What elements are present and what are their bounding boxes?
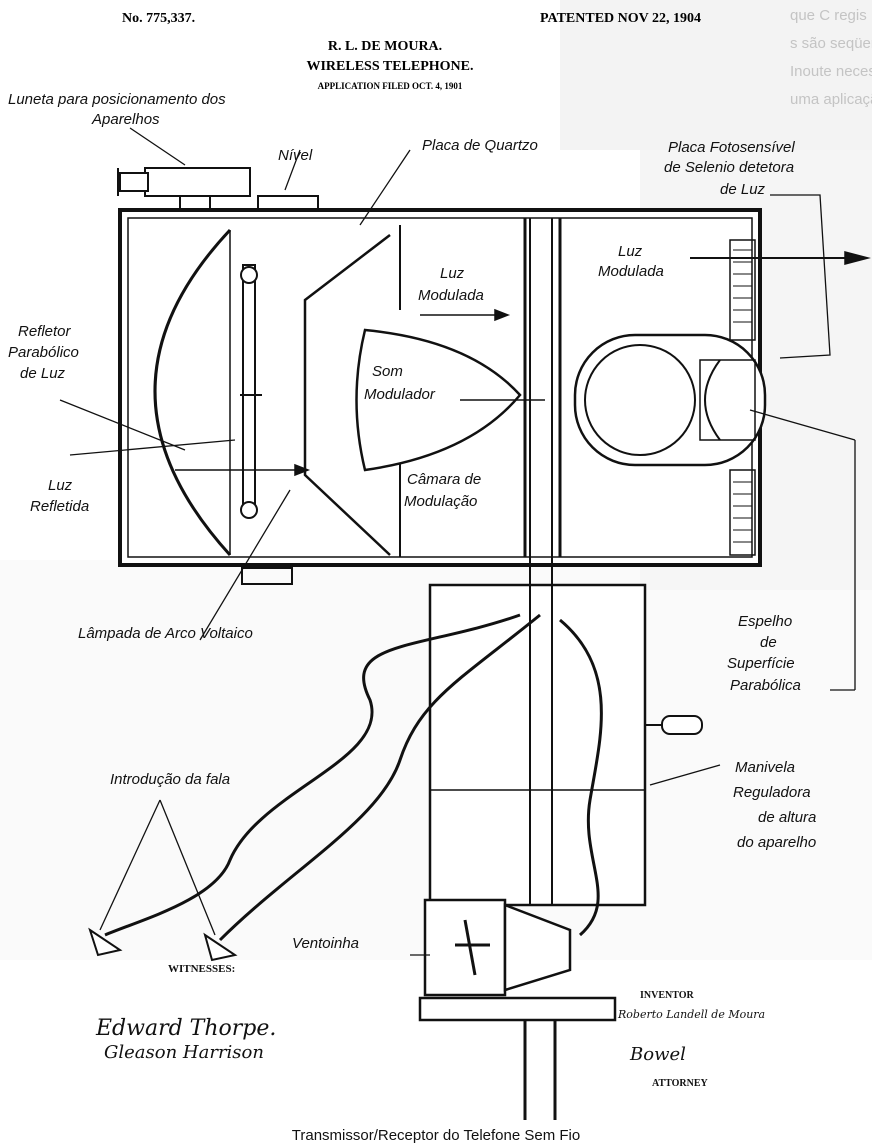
arc-lamp <box>240 264 262 519</box>
mouthpiece-2 <box>203 932 238 962</box>
label-luz-modulada-left-2: Modulada <box>418 287 484 304</box>
label-manivela-2: Reguladora <box>733 784 811 801</box>
label-espelho-1: Espelho <box>738 613 792 630</box>
speaking-tube-left <box>104 613 521 937</box>
receiver-section <box>573 239 767 556</box>
base-plank <box>418 996 617 1022</box>
label-refletor-2: Parabólico <box>8 344 79 361</box>
mouthpiece-1 <box>88 927 123 957</box>
witness-2-signature: Gleason Harrison <box>104 1042 264 1063</box>
patent-header: No. 775,337. PATENTED NOV 22, 1904 R. L.… <box>122 11 701 91</box>
label-som-modulador-2: Modulador <box>364 386 436 403</box>
svg-text:que C regis: que C regis <box>790 7 867 24</box>
label-placa-foto-1: Placa Fotosensível <box>668 139 795 156</box>
telescope <box>117 167 251 211</box>
label-refletor-3: de Luz <box>20 365 66 382</box>
label-placa-foto-2: de Selenio detetora <box>664 159 794 176</box>
patent-application: APPLICATION FILED OCT. 4, 1901 <box>318 81 463 91</box>
label-luz-modulada-right-1: Luz <box>618 243 643 260</box>
modulation-chamber <box>303 234 391 556</box>
inventor-signature: Roberto Landell de Moura <box>617 1008 765 1021</box>
label-camara-2: Modulação <box>404 493 477 510</box>
label-placa-quartzo: Placa de Quartzo <box>422 137 538 154</box>
label-espelho-4: Parabólica <box>730 677 801 694</box>
label-nivel: Nível <box>278 147 313 164</box>
label-ventoinha: Ventoinha <box>292 935 359 952</box>
svg-text:s são seqüen: s são seqüen <box>790 35 872 52</box>
parabolic-reflector <box>153 228 232 557</box>
label-lampada: Lâmpada de Arco Voltaico <box>78 625 253 642</box>
signatures: WITNESSES: Edward Thorpe. Gleason Harris… <box>95 963 765 1089</box>
label-luz-refletida-1: Luz <box>48 477 73 494</box>
box-foot <box>241 567 293 585</box>
figure-caption: Transmissor/Receptor do Telefone Sem Fio <box>292 1127 580 1144</box>
label-luz-modulada-left-1: Luz <box>440 265 465 282</box>
label-espelho-3: Superfície <box>727 655 795 672</box>
label-refletor-1: Refletor <box>18 323 72 340</box>
witness-1-signature: Edward Thorpe. <box>95 1016 276 1041</box>
patent-number: No. 775,337. <box>122 11 195 26</box>
svg-text:Inoute necess: Inoute necess <box>790 63 872 80</box>
sound-modulator-horn <box>355 328 522 472</box>
label-camara-1: Câmara de <box>407 471 481 488</box>
fan-housing <box>423 898 572 997</box>
label-som-modulador-1: Som <box>372 363 403 380</box>
leader-lines <box>59 127 856 956</box>
patent-inventor: R. L. DE MOURA. <box>328 39 442 54</box>
support-column <box>428 218 647 907</box>
patent-date: PATENTED NOV 22, 1904 <box>540 11 701 26</box>
label-espelho-2: de <box>760 634 777 651</box>
crank-handle <box>645 715 703 735</box>
label-manivela-1: Manivela <box>735 759 795 776</box>
annotation-labels: Luneta para posicionamento dos Aparelhos… <box>8 91 816 952</box>
speaking-tube-right <box>559 618 603 937</box>
label-introducao: Introdução da fala <box>110 771 230 788</box>
label-manivela-4: do aparelho <box>737 834 816 851</box>
light-arrows <box>175 251 871 477</box>
attorney-signature: Bowel <box>629 1044 686 1065</box>
inventor-caption: INVENTOR <box>640 990 694 1001</box>
witnesses-caption: WITNESSES: <box>168 963 235 975</box>
label-luz-refletida-2: Refletida <box>30 498 89 515</box>
label-luz-modulada-right-2: Modulada <box>598 263 664 280</box>
label-manivela-3: de altura <box>758 809 816 826</box>
label-placa-foto-3: de Luz <box>720 181 766 198</box>
svg-text:uma aplicação: uma aplicação <box>790 91 872 108</box>
patent-title: WIRELESS TELEPHONE. <box>306 59 473 74</box>
machine-drawing <box>88 167 767 1120</box>
label-luneta-2: Aparelhos <box>91 111 160 128</box>
label-luneta-1: Luneta para posicionamento dos <box>8 91 226 108</box>
attorney-caption: ATTORNEY <box>652 1078 709 1089</box>
